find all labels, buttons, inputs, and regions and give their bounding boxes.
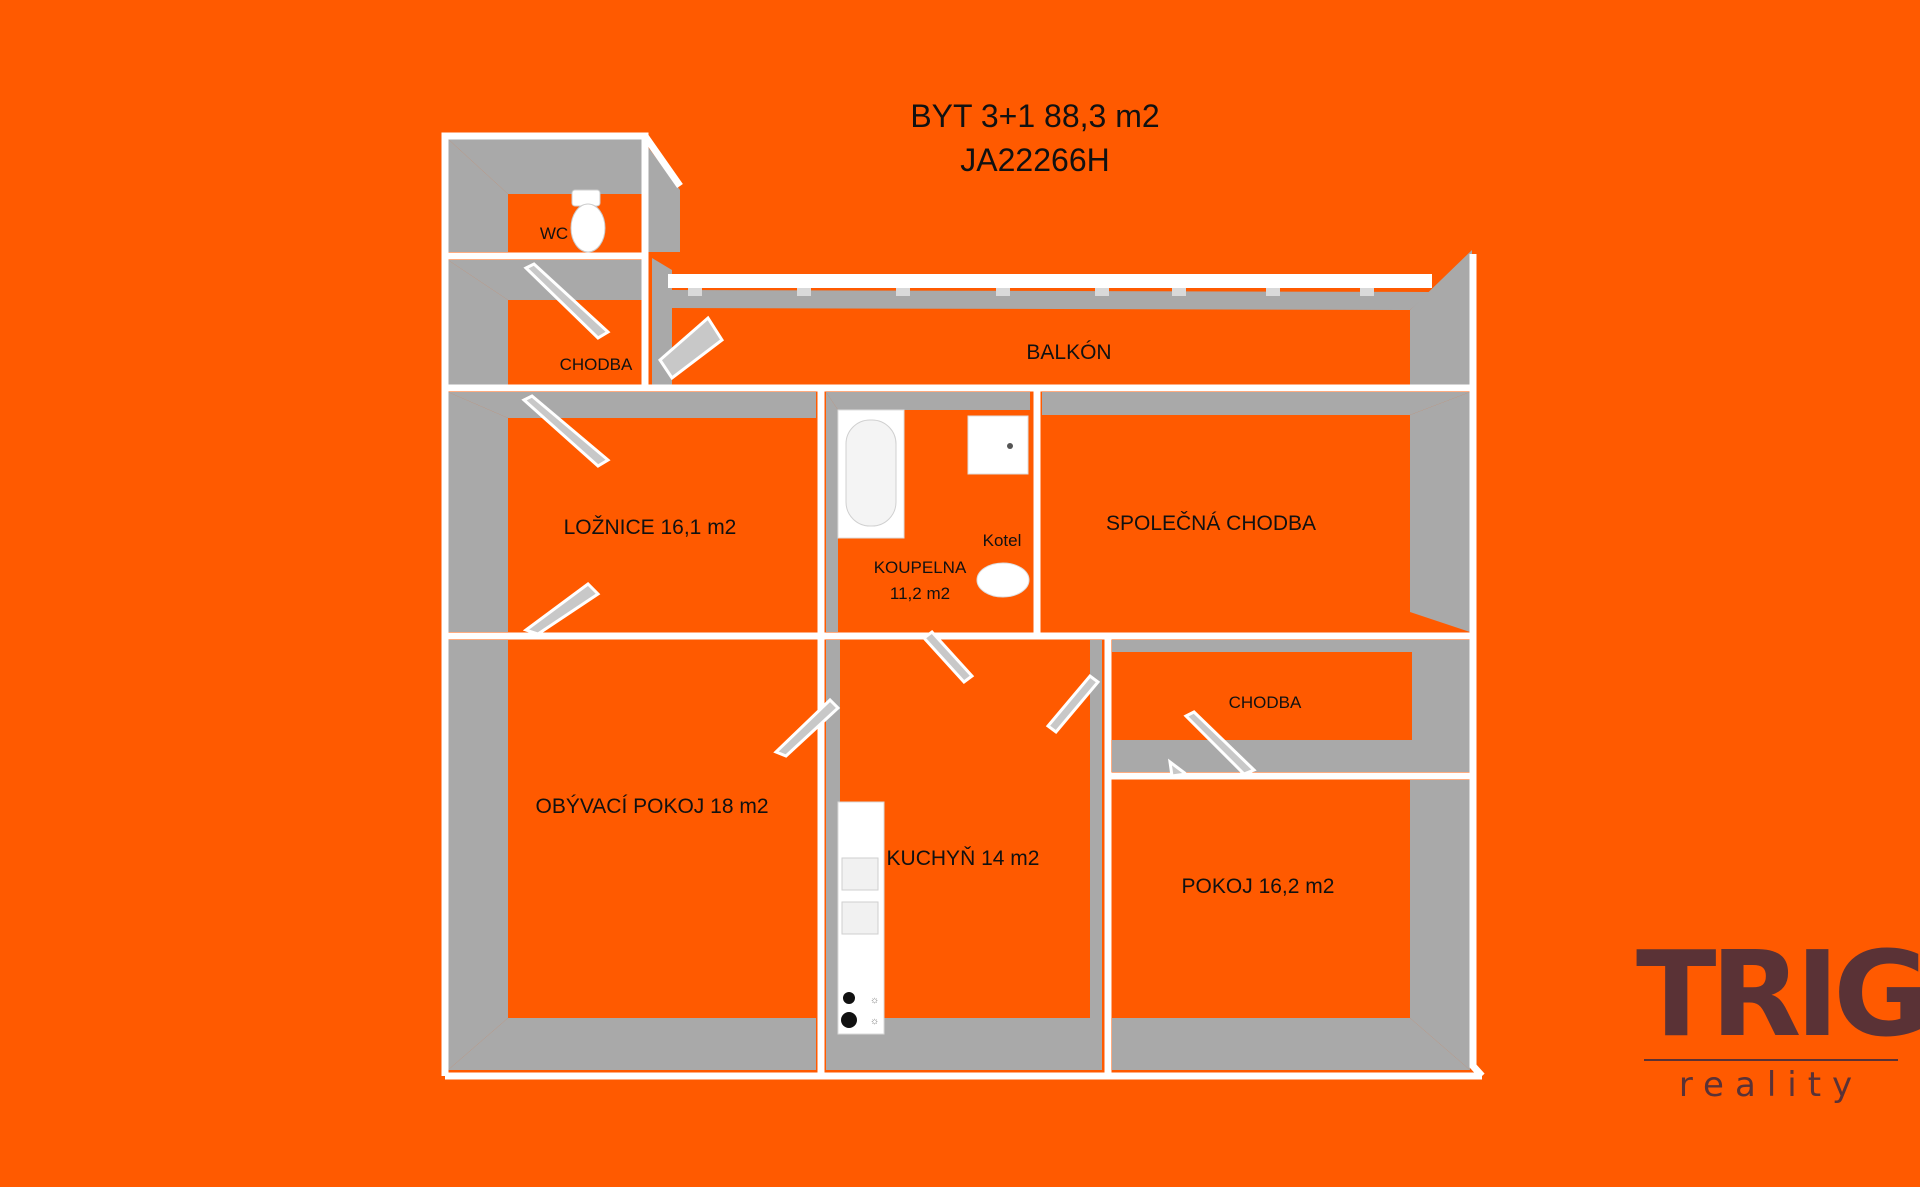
room-label-loznice: LOŽNICE 16,1 m2 [563, 516, 737, 539]
plan-title: BYT 3+1 88,3 m2 [910, 98, 1160, 134]
room-label-chodba-top: CHODBA [559, 355, 633, 374]
door-wc [523, 262, 611, 340]
obyvaci-wall-bottom [448, 1018, 816, 1070]
room-label-kuchyn: KUCHYŇ 14 m2 [886, 847, 1040, 870]
sink-drain-icon [1007, 443, 1013, 449]
kitchen-sink-icon [841, 857, 879, 891]
railing-post [1172, 288, 1186, 296]
room-label-spolecna-chodba: SPOLEČNÁ CHODBA [1105, 512, 1317, 535]
chodba-right-wall-bottom [1112, 740, 1470, 772]
koupelna-wall-top [826, 392, 1030, 410]
railing-post [1266, 288, 1280, 296]
kuchyn-wall-right [1090, 640, 1102, 1070]
room-label-pokoj: POKOJ 16,2 m2 [1181, 875, 1335, 898]
room-label-chodba-right: CHODBA [1228, 693, 1302, 712]
door-kuchyn [921, 629, 975, 685]
stove-burner-icon [843, 992, 855, 1004]
balcony-wall-right [1410, 250, 1472, 385]
wc-wall-right [642, 139, 680, 252]
railing-post [1360, 288, 1374, 296]
spolecna-wall-top [1042, 392, 1470, 415]
wc-wall-left [448, 139, 508, 252]
railing-post [688, 288, 702, 296]
railing-post [896, 288, 910, 296]
apartment-right-wall [1469, 388, 1485, 1079]
obyvaci-wall-left [448, 640, 508, 1070]
kuchyn-wall-bottom [826, 1018, 1102, 1070]
koupelna-name: KOUPELNA [873, 558, 967, 577]
wall-sides [448, 139, 1472, 1070]
kitchen-sink-icon [841, 901, 879, 935]
koupelna-area: 11,2 m2 [889, 584, 951, 603]
toilet-tank [571, 189, 601, 207]
wc-wall-top [448, 139, 642, 194]
room-label-obyvaci-pokoj: OBÝVACÍ POKOJ 18 m2 [535, 795, 769, 818]
stove-knob-icon: ☼ [870, 995, 879, 1006]
bathtub-basin [845, 419, 897, 527]
logo-sub: reality [1678, 1065, 1864, 1105]
pokoj-wall-right [1410, 780, 1470, 1070]
kuchyn-wall-left [826, 640, 840, 1070]
sink-icon [967, 415, 1029, 475]
fixtures: ☼ ☼ [570, 189, 1030, 1035]
room-label-wc: WC [539, 224, 569, 243]
koupelna-wall-left [826, 392, 838, 632]
plan-code: JA22266H [960, 142, 1110, 178]
stove-burner-icon [841, 1012, 857, 1028]
doors [521, 262, 1257, 778]
railing-post [797, 288, 811, 296]
door-pokoj [1183, 710, 1257, 776]
door-pokoj-frame [1168, 758, 1190, 778]
logo-name: TRIGA [1636, 925, 1920, 1063]
chodba-top-wall-left [448, 260, 508, 385]
door-balcony [658, 315, 725, 381]
wall-tops [441, 132, 1485, 1080]
stove-knob-icon: ☼ [870, 1016, 879, 1027]
room-label-koupelna: KOUPELNA 11,2 m2 [874, 555, 967, 607]
triga-logo: TRIGA reality [1636, 925, 1920, 1105]
logo-divider [1644, 1059, 1898, 1061]
room-label-balkon: BALKÓN [1026, 341, 1112, 364]
pokoj-wall-bottom [1112, 1018, 1470, 1070]
toilet-icon [570, 203, 606, 253]
railing-bar [668, 274, 1432, 288]
door-loznice-bottom [522, 582, 601, 636]
balcony-wall-top [672, 290, 1430, 310]
label-kotel: Kotel [982, 531, 1022, 550]
balcony-railing [668, 274, 1432, 296]
railing-post [1095, 288, 1109, 296]
loznice-wall-top [448, 392, 816, 418]
spolecna-wall-right [1410, 392, 1470, 632]
loznice-wall-left [448, 392, 508, 632]
door-obyvaci [773, 697, 841, 758]
wc-corner [642, 133, 683, 189]
door-chodba [1045, 673, 1101, 735]
door-loznice-top [521, 394, 611, 468]
boiler-icon [976, 562, 1030, 598]
railing-post [996, 288, 1010, 296]
